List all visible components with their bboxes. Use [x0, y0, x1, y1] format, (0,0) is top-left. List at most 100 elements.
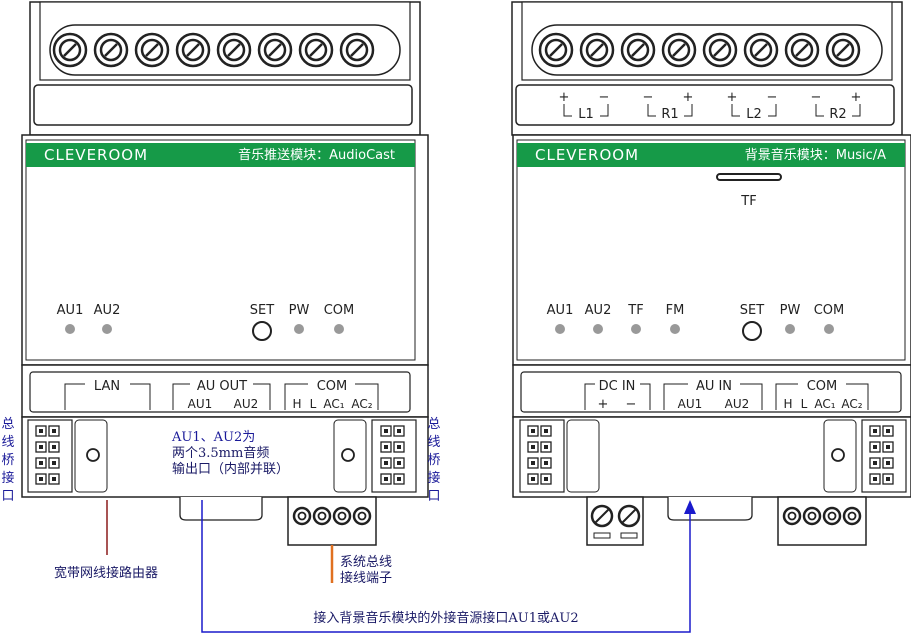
right-terminal-label-r2: R2− +: [811, 90, 862, 122]
bus-bridge-right-char-3: 接: [427, 470, 440, 486]
svg-text:−: −: [767, 90, 778, 105]
left-port-com: COM: [317, 379, 348, 394]
right-com-l: L: [801, 397, 808, 411]
right-led-pw: [785, 324, 795, 334]
right-bridge-b-pin: [882, 425, 894, 437]
bus-terminal-note-line-2: 接线端子: [340, 570, 392, 586]
au-note-line-2: 两个3.5mm音频: [172, 445, 269, 461]
annotations: 总 线 桥 接 口 总 线 桥 接 口 AU1、AU2为 两个3.5mm音频 输…: [1, 417, 578, 626]
right-bridge-b-pin: [869, 441, 881, 453]
left-au-out-jack: [179, 497, 263, 521]
right-bridge-b-pin: [882, 441, 894, 453]
right-set-label: SET: [740, 303, 764, 318]
left-led-au2: [102, 324, 112, 334]
right-led-label-au2: AU2: [585, 303, 612, 318]
svg-text:+: +: [727, 90, 738, 105]
left-com-ac1: AC₁: [323, 397, 344, 411]
right-terminal-label-l1: L1+−: [559, 90, 610, 122]
left-led-label-pw: PW: [289, 303, 310, 318]
bus-bridge-right-char-4: 口: [427, 489, 440, 504]
right-top-screw-7: [784, 32, 820, 68]
left-com-l: L: [310, 397, 317, 411]
right-bridge-b-pin: [882, 473, 894, 485]
au-note-line-3: 输出口（内部并联）: [172, 461, 289, 477]
left-bridge-b-pin: [380, 473, 392, 485]
right-au-in-au2: AU2: [725, 397, 750, 411]
right-bridge-b-pin: [869, 473, 881, 485]
left-set-button[interactable]: [252, 321, 272, 341]
left-set-label: SET: [250, 303, 274, 318]
right-led-au2: [593, 324, 603, 334]
left-led-label-au2: AU2: [94, 303, 121, 318]
left-top-screw-4: [175, 32, 211, 68]
bus-bridge-left-char-0: 总: [1, 417, 14, 432]
left-bridge-a-pin: [35, 457, 47, 469]
right-led-label-tf: TF: [627, 303, 643, 318]
left-led-com: [334, 324, 344, 334]
left-led-label-com: COM: [324, 303, 355, 318]
left-brand-bar: [26, 143, 415, 167]
audio-cable-wire: [201, 500, 691, 633]
bus-bridge-left-char-2: 桥: [1, 453, 14, 468]
tf-slot-label: TF: [740, 194, 756, 209]
tf-card-slot[interactable]: [716, 173, 782, 181]
right-dc-plus: +: [598, 397, 609, 412]
right-led-label-com: COM: [814, 303, 845, 318]
bus-bridge-right-char-1: 线: [427, 435, 440, 450]
left-top-screw-8: [339, 32, 375, 68]
right-au-in-jack: [667, 497, 753, 521]
right-top-screw-1: [538, 32, 574, 68]
left-bridge-b-pin: [380, 425, 392, 437]
bus-bridge-right-char-0: 总: [427, 417, 440, 432]
left-top-screw-7: [298, 32, 334, 68]
right-bridge-a-pin: [527, 457, 539, 469]
right-terminal-label-r1: R1−+: [643, 90, 694, 122]
left-led-au1: [65, 324, 75, 334]
svg-text:+: +: [851, 90, 862, 105]
left-bus-screw: [332, 506, 352, 526]
right-set-button[interactable]: [742, 321, 762, 341]
left-top-screw-2: [93, 32, 129, 68]
left-port-au-out-au1: AU1: [188, 397, 213, 411]
svg-text:−: −: [643, 90, 654, 105]
bus-bridge-left-char-3: 接: [1, 470, 14, 486]
left-bridge-a-pin: [48, 473, 60, 485]
right-terminal-text: R2: [829, 107, 846, 122]
right-brand-logo: CLEVEROOM: [535, 146, 639, 164]
right-bridge-a-pin: [540, 441, 552, 453]
right-brand-bar: [517, 143, 905, 167]
right-bridge-a-pin: [540, 473, 552, 485]
right-com-ac2: AC₂: [841, 397, 862, 411]
left-bus-screw: [292, 506, 312, 526]
svg-text:−: −: [599, 90, 610, 105]
right-bridge-a-pin: [540, 425, 552, 437]
left-top-screw-6: [257, 32, 293, 68]
right-bus-screw: [842, 506, 862, 526]
left-module: CLEVEROOM 音乐推送模块：AudioCast AU1 AU2 SET P…: [21, 1, 429, 546]
right-top-screw-6: [743, 32, 779, 68]
right-top-screw-4: [661, 32, 697, 68]
right-top-screw-8: [825, 32, 861, 68]
left-bridge-b-pin: [380, 457, 392, 469]
bus-bridge-right-char-2: 桥: [427, 453, 440, 468]
right-terminal-text: L1: [578, 107, 594, 122]
right-led-label-pw: PW: [780, 303, 801, 318]
left-module-title: 音乐推送模块：AudioCast: [238, 147, 395, 163]
bottom-connection-note: 接入背景音乐模块的外接音源接口AU1或AU2: [313, 610, 578, 626]
bus-bridge-left-char-1: 线: [1, 435, 14, 450]
right-com-ac1: AC₁: [814, 397, 835, 411]
right-dc-minus: −: [626, 397, 637, 412]
left-com-ac2: AC₂: [351, 397, 372, 411]
left-bridge-b-pin: [393, 473, 405, 485]
right-bus-screw: [782, 506, 802, 526]
left-bridge-b-pin: [393, 457, 405, 469]
left-bridge-a-pin: [48, 425, 60, 437]
bus-terminal-note-line-1: 系统总线: [340, 555, 392, 570]
left-com-h: H: [292, 397, 301, 411]
left-bridge-a-pin: [35, 473, 47, 485]
left-bridge-b-pin: [393, 425, 405, 437]
svg-text:−: −: [811, 90, 822, 105]
right-terminal-text: R1: [661, 107, 678, 122]
right-led-com: [824, 324, 834, 334]
